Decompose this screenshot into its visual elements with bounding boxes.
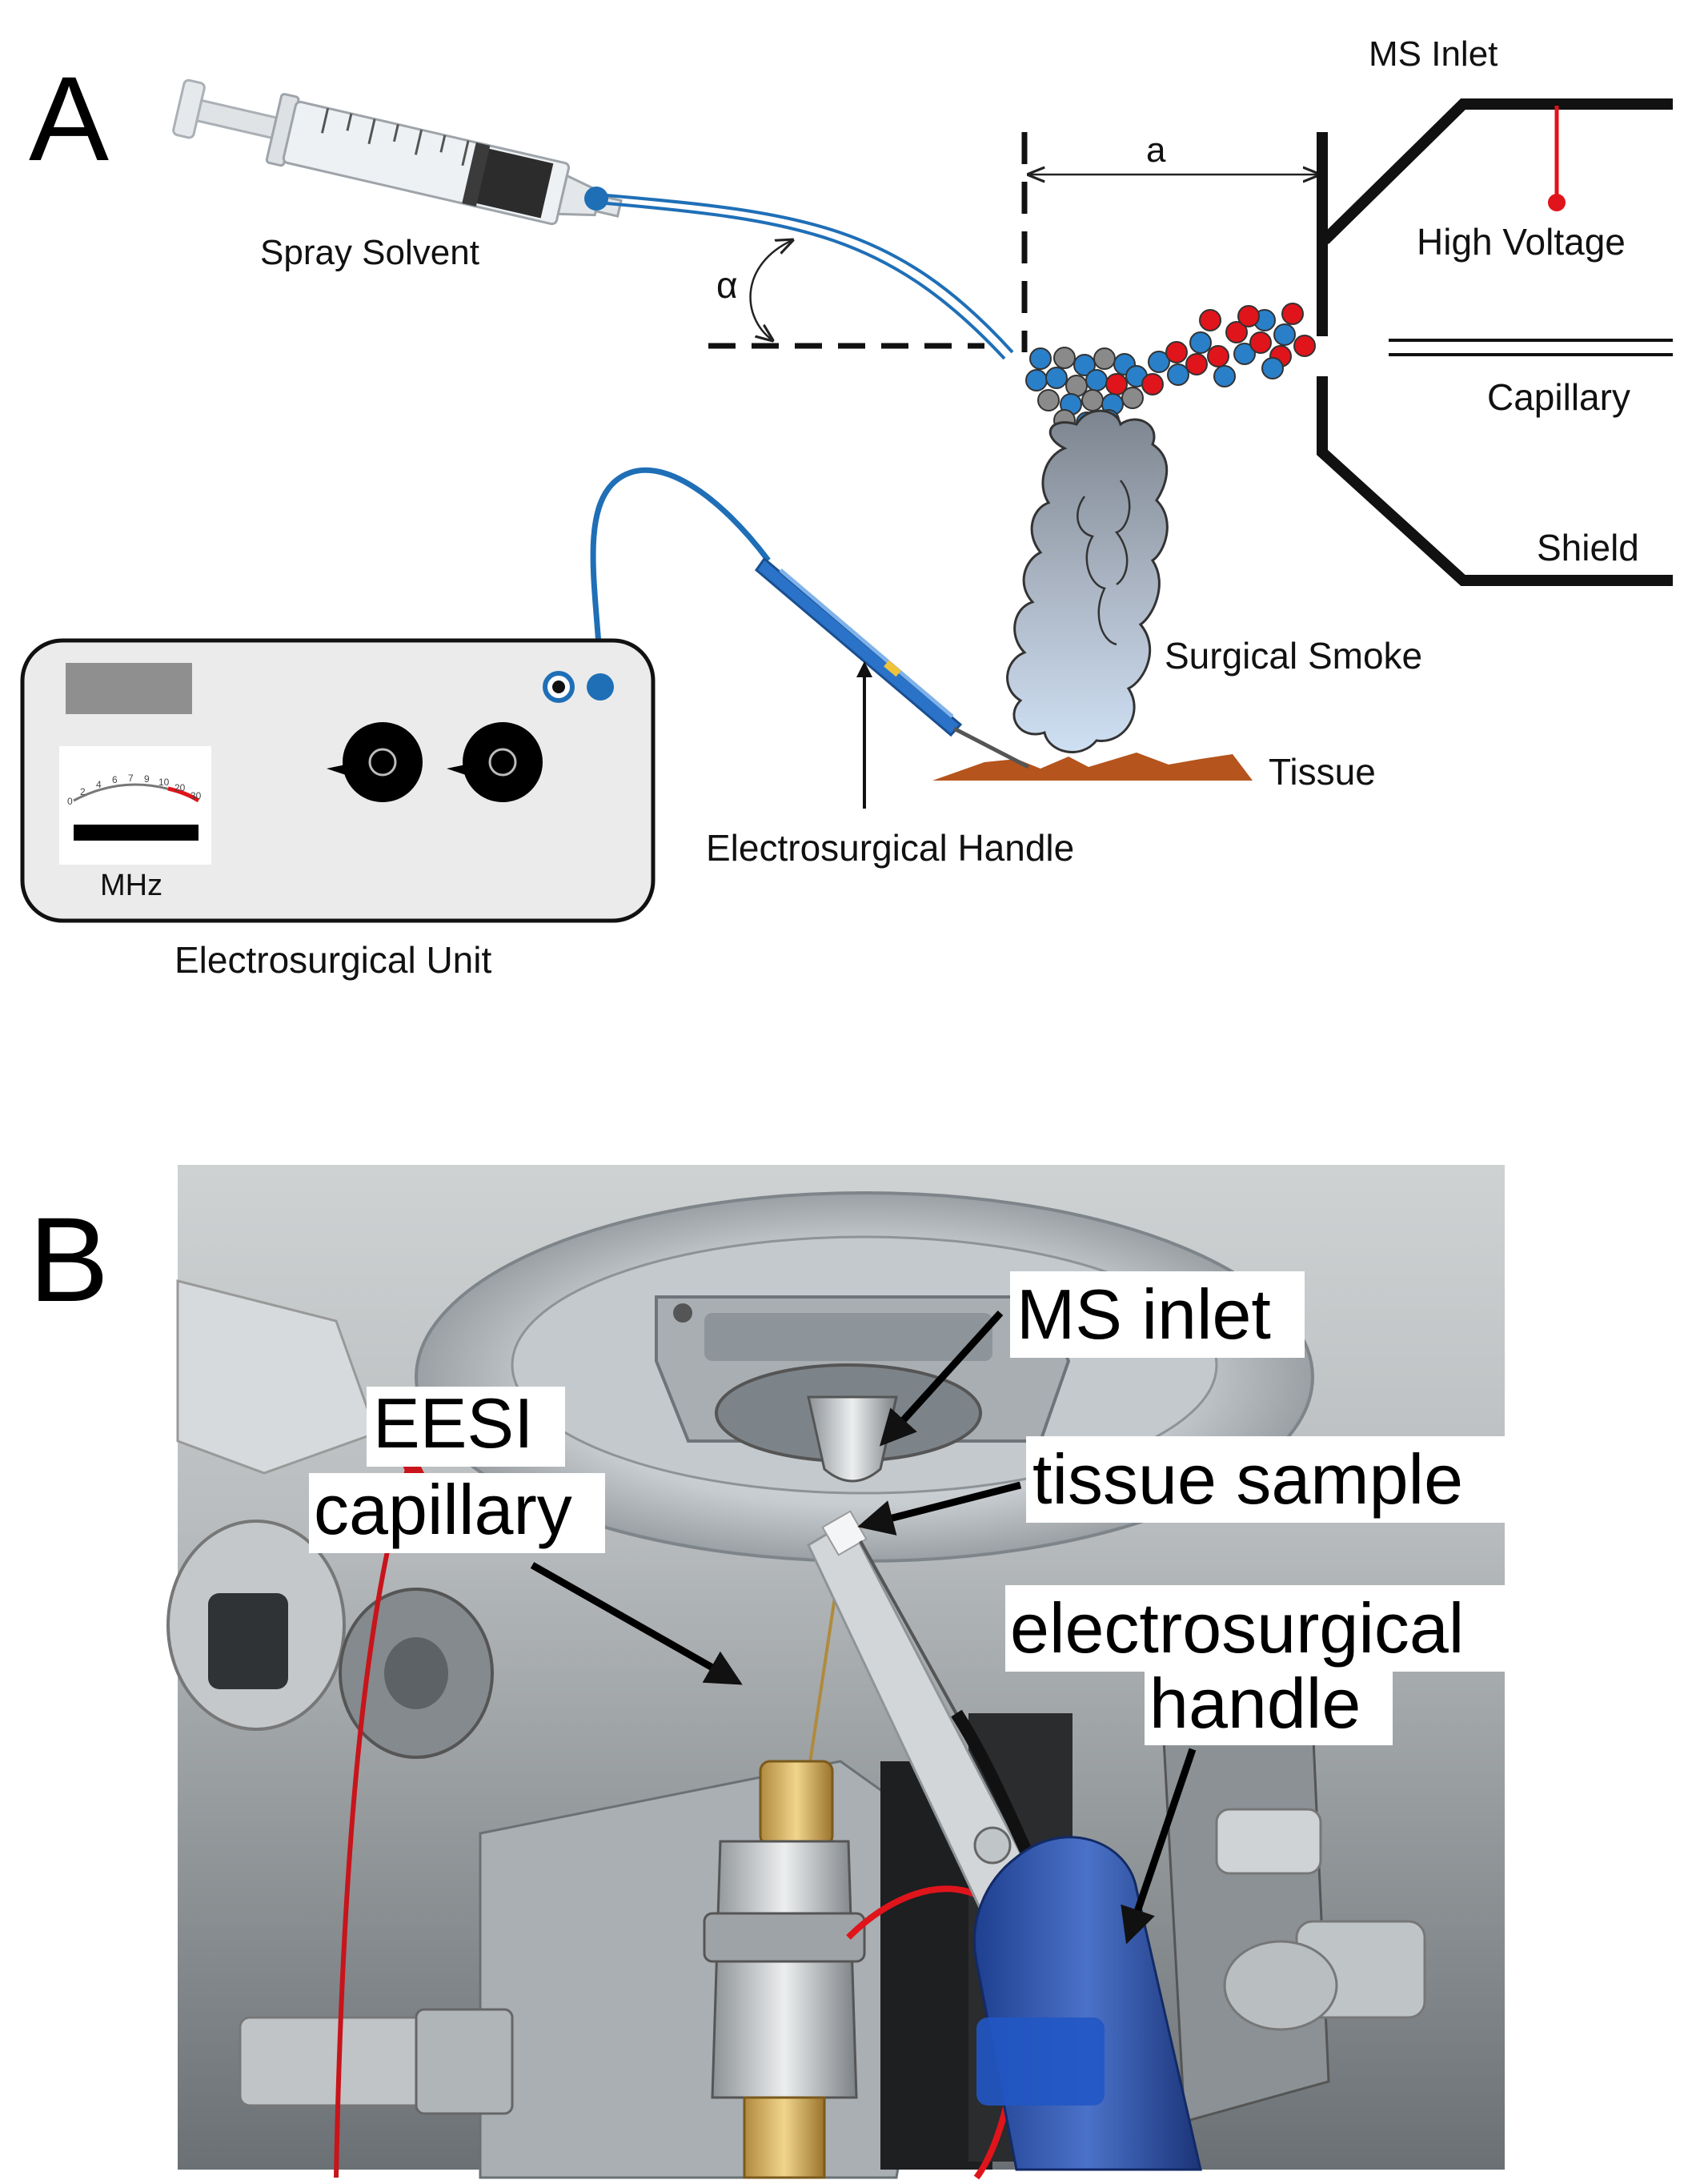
label-eesi: EESI [373, 1383, 534, 1463]
label-capillary: Capillary [1487, 376, 1630, 418]
meter-tick: 0 [67, 796, 73, 807]
meter-tick: 20 [174, 782, 186, 793]
label-ms-inlet-photo: MS inlet [1016, 1275, 1271, 1354]
label-electrosurgical: electrosurgical [1010, 1588, 1464, 1668]
panel-b-letter: B [29, 1192, 109, 1327]
label-ms-inlet: MS Inlet [1369, 34, 1498, 74]
panel-a: A Spray Solvent [20, 34, 1673, 981]
output-port-icon [587, 673, 614, 701]
photo-label-backgrounds [309, 1271, 1522, 1745]
knob-icon [447, 722, 543, 802]
panel-a-letter: A [29, 51, 109, 186]
label-distance-a: a [1146, 130, 1166, 170]
electrosurgical-unit: 0 2 4 6 7 9 10 20 30 MHz [20, 638, 656, 923]
label-tissue-sample: tissue sample [1032, 1439, 1463, 1519]
capillary-lines [1389, 339, 1673, 356]
ms-inlet-shape [1317, 98, 1673, 586]
meter-tick: 6 [112, 774, 118, 785]
label-handle-photo: handle [1149, 1664, 1361, 1743]
label-capillary-photo: capillary [314, 1470, 572, 1549]
label-surgical-smoke: Surgical Smoke [1165, 635, 1422, 676]
syringe-icon [172, 78, 623, 226]
label-tissue: Tissue [1269, 751, 1376, 793]
meter-tick-labels: 0 2 4 6 7 9 10 20 30 [67, 773, 202, 807]
photo-pointer-arrows [530, 1310, 1197, 1945]
high-voltage-terminal-icon [1548, 194, 1566, 211]
panel-b: B [29, 1165, 1522, 2180]
meter-tick: 7 [128, 773, 134, 784]
arrow-eesi-capillary [530, 1562, 743, 1685]
label-electrosurgical-handle: Electrosurgical Handle [706, 827, 1074, 869]
meter-tick: 4 [96, 779, 102, 790]
arrow-electrosurgical-handle [1121, 1748, 1197, 1945]
surgical-smoke [1006, 409, 1169, 753]
knob-icon [327, 722, 423, 802]
ion-plume [1025, 303, 1316, 434]
meter-tick: 2 [80, 786, 86, 797]
label-spray-solvent: Spray Solvent [260, 233, 479, 272]
arrow-tissue-sample [857, 1481, 1022, 1536]
electrosurgical-handle-icon [754, 556, 1030, 769]
alpha-angle-arc [749, 240, 792, 340]
meter-tick: 10 [158, 777, 170, 788]
capillary-nut-icon [759, 1760, 834, 1847]
meter-tick: 30 [190, 790, 202, 801]
label-mhz: MHz [100, 869, 162, 902]
label-electrosurgical-unit: Electrosurgical Unit [174, 939, 491, 981]
handle-cable [590, 467, 771, 685]
solvent-tubing [606, 194, 1014, 360]
ms-inlet-cone-icon [807, 1395, 898, 1483]
tissue-shape [932, 753, 1253, 781]
label-shield: Shield [1537, 527, 1639, 568]
label-high-voltage: High Voltage [1417, 221, 1626, 263]
label-alpha: α [716, 264, 738, 306]
arrow-ms-inlet [879, 1310, 1004, 1447]
meter-tick: 9 [144, 773, 150, 785]
